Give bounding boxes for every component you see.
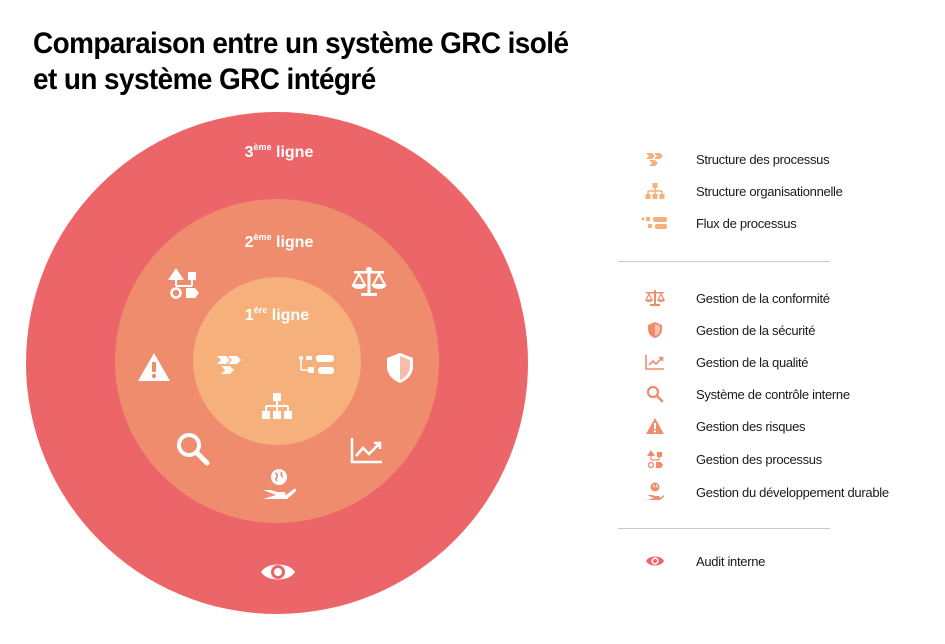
process-structure-icon (217, 356, 241, 374)
org-structure-icon (262, 393, 292, 419)
legend-label: Structure organisationnelle (696, 183, 843, 199)
title-line-2: et un système GRC intégré (33, 63, 376, 96)
page-title: Comparaison entre un système GRC isolé e… (33, 26, 591, 98)
inner-ring (193, 277, 361, 445)
process-flow-icon (641, 217, 667, 229)
scale-icon (644, 290, 666, 306)
legend-item-org-structure: Structure organisationnelle (640, 180, 843, 202)
legend-label: Structure des processus (696, 151, 830, 167)
ring-label-3: 3ème ligne (244, 142, 314, 162)
ring-label-1: 1ère ligne (244, 305, 310, 325)
shield-icon (648, 322, 662, 338)
shield-icon (387, 353, 413, 383)
legend-divider-1 (618, 261, 830, 262)
eye-icon (261, 564, 295, 580)
legend-label: Gestion des processus (696, 451, 822, 467)
globe-hand-icon (647, 482, 664, 500)
legend-item-compliance: Gestion de la conformité (640, 287, 830, 309)
legend-label: Système de contrôle interne (696, 386, 850, 402)
legend-item-process-structure: Structure des processus (640, 148, 830, 170)
legend-label: Gestion du développement durable (696, 484, 889, 500)
legend-divider-2 (618, 528, 830, 529)
legend-item-internal-control: Système de contrôle interne (640, 383, 850, 405)
warning-icon (646, 418, 664, 434)
chart-icon (350, 438, 382, 464)
legend-label: Gestion de la sécurité (696, 322, 816, 338)
chart-icon (645, 355, 664, 370)
search-icon (177, 433, 210, 466)
eye-icon (646, 556, 664, 566)
org-structure-icon (645, 183, 665, 199)
process-flow-icon (299, 355, 334, 374)
process-structure-icon (646, 153, 663, 166)
legend-label: Gestion de la qualité (696, 354, 809, 370)
ring-label-2: 2ème ligne (244, 232, 314, 252)
legend-item-internal-audit: Audit interne (640, 550, 765, 572)
legend-label: Flux de processus (696, 215, 797, 231)
title-line-1: Comparaison entre un système GRC isolé (33, 27, 569, 60)
process-shapes-icon (647, 450, 663, 469)
legend-item-risk: Gestion des risques (640, 415, 806, 437)
legend-label: Audit interne (696, 553, 766, 569)
scale-icon (351, 267, 387, 296)
legend-label: Gestion de la conformité (696, 290, 830, 306)
legend-item-security: Gestion de la sécurité (640, 319, 815, 341)
process-shapes-icon (168, 268, 199, 299)
search-icon (646, 385, 664, 403)
legend-item-process-mgmt: Gestion des processus (640, 448, 822, 470)
legend-item-sustainability: Gestion du développement durable (640, 481, 889, 503)
globe-hand-icon (263, 469, 296, 499)
warning-icon (138, 353, 170, 381)
legend-item-process-flow: Flux de processus (640, 212, 797, 234)
legend-item-quality: Gestion de la qualité (640, 351, 809, 373)
legend-label: Gestion des risques (696, 418, 806, 434)
